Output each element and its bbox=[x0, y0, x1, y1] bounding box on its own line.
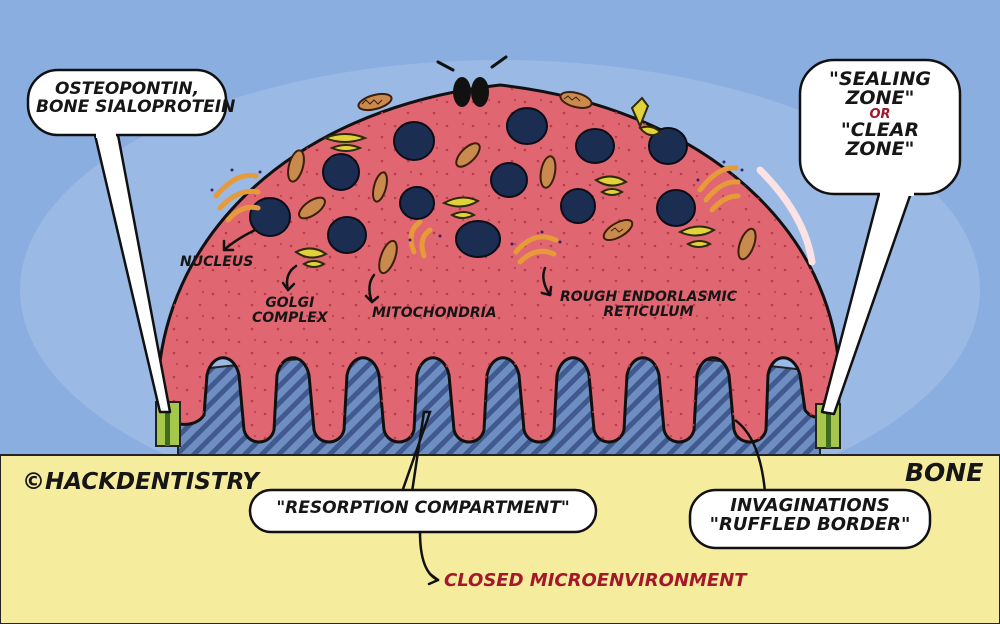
rough-er-line-2: RETICULUM bbox=[603, 303, 694, 320]
bone-label: BONE bbox=[905, 458, 984, 487]
mitochondria-cristae bbox=[361, 95, 624, 233]
closed-microenvironment-label: CLOSED MICROENVIRONMENT bbox=[444, 570, 747, 591]
invaginations-line-1: INVAGINATIONS bbox=[730, 495, 890, 516]
rough-er-label: ROUGH ENDORLASMIC RETICULUM bbox=[560, 290, 737, 319]
ribosome-dots bbox=[210, 160, 744, 246]
nuclei bbox=[249, 107, 696, 258]
nucleus-label: NUCLEUS bbox=[180, 254, 254, 270]
mitochondria bbox=[287, 91, 757, 275]
resorption-compartment-label: "RESORPTION COMPARTMENT" bbox=[276, 498, 570, 518]
clear-zone-line-2: ZONE" bbox=[845, 138, 915, 160]
sealing-zone-label: "SEALING ZONE" OR "CLEAR ZONE" bbox=[805, 70, 955, 159]
invaginations-label: INVAGINATIONS "RUFFLED BORDER" bbox=[694, 495, 926, 535]
left-speech-bubble bbox=[26, 68, 228, 414]
mitochondria-label: MITOCHONDRIA bbox=[372, 305, 497, 321]
label-arrows bbox=[222, 228, 553, 586]
osteopontin-line-2: BONE SIALOPROTEIN bbox=[36, 96, 236, 117]
golgi-line-1: GOLGI bbox=[265, 295, 315, 311]
clear-zone-line-1: "CLEAR bbox=[840, 119, 920, 141]
invaginations-bubble bbox=[688, 418, 932, 550]
resorption-bubble bbox=[248, 410, 598, 534]
rough-endoplasmic-reticulum bbox=[213, 165, 741, 265]
golgi-line-2: COMPLEX bbox=[252, 309, 328, 326]
golgi-label: GOLGI COMPLEX bbox=[252, 296, 328, 325]
golgi-complexes bbox=[294, 96, 717, 268]
osteopontin-label: OSTEOPONTIN, BONE SIALOPROTEIN bbox=[36, 79, 236, 117]
sealing-zone-line-2: ZONE" bbox=[845, 87, 915, 109]
ruffled-border-line: "RUFFLED BORDER" bbox=[709, 513, 911, 535]
rough-er-line-1: ROUGH ENDORLASMIC bbox=[560, 289, 737, 305]
osteopontin-line-1: OSTEOPONTIN, bbox=[54, 79, 200, 99]
sealing-zone-line-1: "SEALING bbox=[829, 68, 931, 90]
copyright-label: ©HACKDENTISTRY bbox=[22, 469, 259, 495]
right-speech-bubble bbox=[798, 58, 962, 416]
or-word: OR bbox=[869, 107, 891, 122]
